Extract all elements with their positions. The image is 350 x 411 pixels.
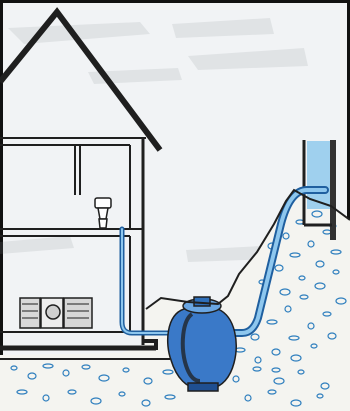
- tank-base: [188, 383, 218, 391]
- tank-body: [168, 309, 236, 388]
- tank-cap: [194, 297, 210, 306]
- washing-machine-icon: [20, 298, 92, 328]
- toilet-icon: [95, 198, 111, 228]
